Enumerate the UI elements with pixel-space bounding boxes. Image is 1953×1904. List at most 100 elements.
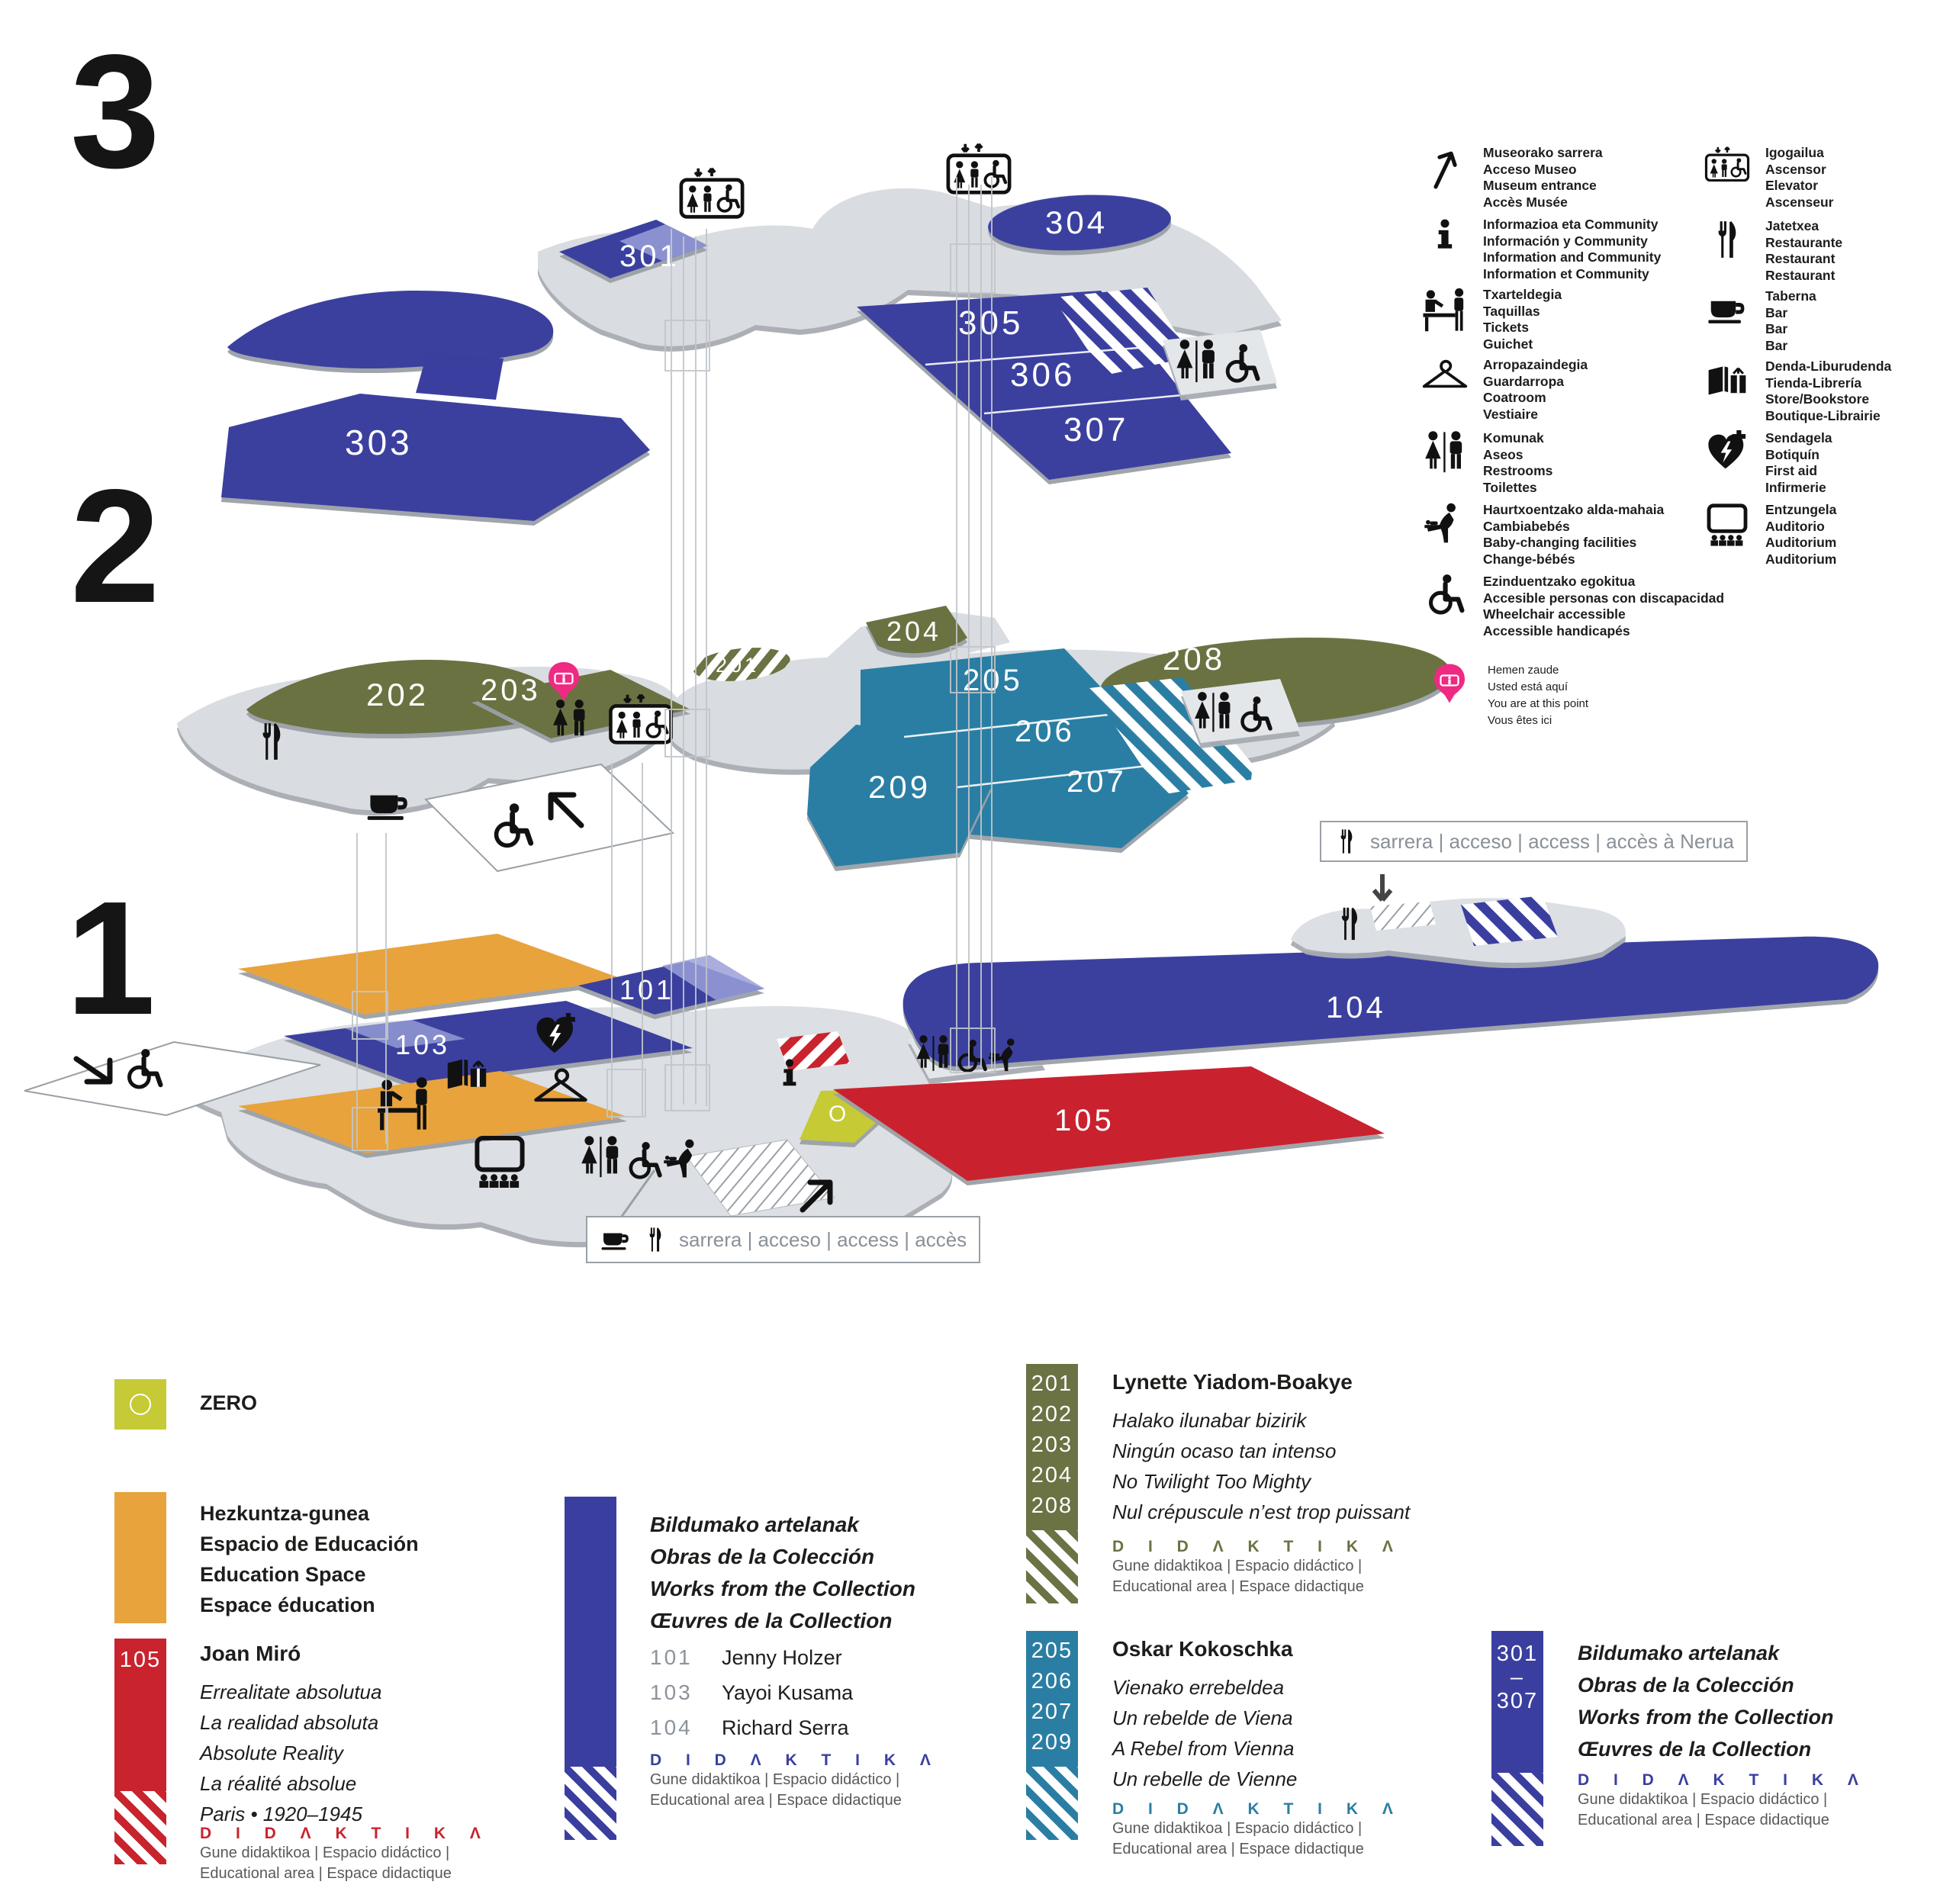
- auditorium-icon: [1703, 502, 1752, 548]
- restaurant-icon: [1334, 828, 1359, 854]
- room-label: 201: [716, 654, 759, 677]
- didaktika-hatch-floor1: [777, 1031, 850, 1071]
- floor-2: 202 203 201 204 205 206 207 208 209: [177, 606, 1451, 873]
- floor3-restroom-platform: [1163, 330, 1277, 395]
- room-201-didaktika: [693, 648, 790, 681]
- room-label: 206: [1015, 715, 1075, 748]
- room-label: 303: [345, 423, 413, 462]
- elevator-icon: [681, 169, 742, 217]
- stairs: [686, 1139, 835, 1217]
- room-label: 104: [1326, 991, 1386, 1024]
- nerua-blue-hatch: [1461, 896, 1558, 946]
- coatroom-icon: [1421, 357, 1469, 404]
- room-304: [988, 195, 1171, 251]
- collection1-didaktika-swatch: [565, 1767, 616, 1840]
- room-209: [807, 725, 992, 867]
- room-202: [246, 659, 557, 735]
- collection1-swatch: [565, 1497, 616, 1767]
- collection3-didaktika-swatch: [1491, 1773, 1543, 1846]
- room-301-shaft-overlay: [619, 224, 708, 261]
- zero-title: ZERO: [200, 1391, 258, 1414]
- information-icon: [1421, 217, 1469, 256]
- didaktika-hatch-floor2: [1089, 677, 1253, 795]
- zero-swatch: [114, 1379, 166, 1430]
- elevator-icon: [1703, 145, 1752, 183]
- store-icon: [1703, 359, 1752, 403]
- room-label: 204: [886, 616, 941, 647]
- nerua-platform: [1291, 898, 1626, 963]
- nerua-ramp-hatch: [1370, 902, 1436, 931]
- kokoschka-title: Oskar Kokoschka: [1112, 1637, 1293, 1661]
- didaktika-note: D I D Λ K T I K Λ Gune didaktikoa | Espa…: [1578, 1771, 1868, 1828]
- miro-swatch: 105: [114, 1639, 166, 1791]
- room-105: [833, 1066, 1385, 1181]
- entry-ramp-west: [24, 1040, 321, 1117]
- kokoschka-didaktika-swatch: [1026, 1767, 1078, 1840]
- room-label: O: [828, 1102, 849, 1127]
- room-label: 101: [619, 974, 674, 1005]
- floor-number-2: 2: [70, 455, 160, 636]
- store-icon: [446, 1058, 487, 1090]
- collection3-swatch: 301 – 307: [1491, 1631, 1543, 1773]
- floor-number-3: 3: [70, 21, 160, 201]
- cafe-entrance-label: sarrera | acceso | access | accès: [586, 1216, 981, 1263]
- restaurant-icon: [1703, 218, 1752, 261]
- room-101-shaft-overlay: [662, 955, 764, 1001]
- floor-number-1: 1: [66, 867, 156, 1048]
- room-label: 103: [395, 1029, 450, 1060]
- baby-changing-icon: [1421, 502, 1469, 546]
- elevator-shafts: [352, 177, 996, 1151]
- room-303-lobe: [221, 394, 650, 521]
- you-are-here-icon: [1425, 662, 1474, 712]
- restaurant-icon: [642, 1227, 668, 1253]
- wheelchair-icon: [1421, 574, 1469, 616]
- room-label: 105: [1054, 1104, 1115, 1137]
- education-swatch: [114, 1492, 166, 1623]
- didaktika-note: D I D Λ K T I K Λ Gune didaktikoa | Espa…: [200, 1825, 491, 1882]
- room-label: 208: [1163, 641, 1225, 677]
- room-label: 207: [1067, 765, 1127, 799]
- room-label: 203: [481, 674, 541, 707]
- education-slab-upper: [238, 934, 624, 1015]
- room-104: [902, 936, 1879, 1067]
- miro-title: Joan Miró: [200, 1642, 301, 1665]
- room-label: 301: [619, 240, 680, 273]
- didaktika-note: D I D Λ K T I K Λ Gune didaktikoa | Espa…: [650, 1751, 941, 1809]
- room-label: 306: [1010, 356, 1075, 394]
- education-slab-lower: [238, 1071, 627, 1153]
- museum-entrance-icon: [1421, 145, 1469, 191]
- first-aid-icon: [1703, 430, 1752, 473]
- room-103-shaft-overlay: [345, 1020, 465, 1048]
- restrooms-icon: [1421, 430, 1469, 476]
- room-label: 209: [868, 769, 931, 805]
- room-303-neck: [416, 352, 504, 400]
- didaktika-note: D I D Λ K T I K Λ Gune didaktikoa | Espa…: [1112, 1538, 1403, 1595]
- floor-1: 101 103 104 105 O: [24, 874, 1879, 1243]
- tickets-icon: [1421, 287, 1469, 334]
- room-label: 305: [958, 304, 1023, 342]
- room-label: 202: [366, 677, 429, 712]
